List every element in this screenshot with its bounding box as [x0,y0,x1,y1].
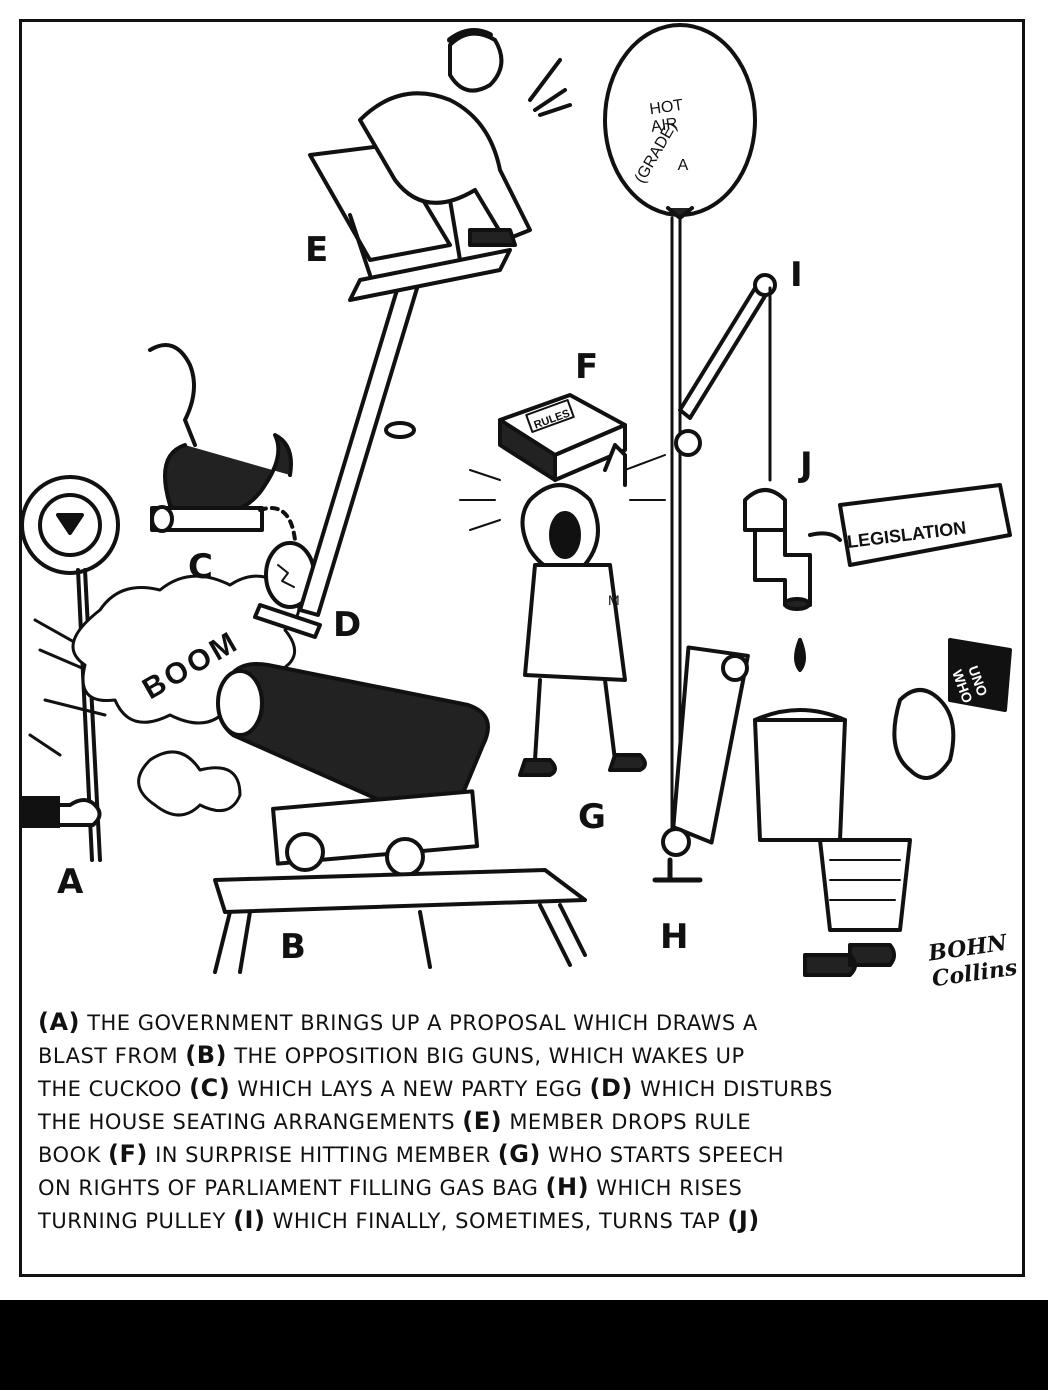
caption-line-3: THE CUCKOO (C) WHICH LAYS A NEW PARTY EG… [38,1072,1013,1105]
caption-text: WHICH FINALLY, SOMETIMES, TURNS TAP [265,1209,728,1233]
balloon-line-1: HOT [648,97,684,119]
caption-text: THE HOUSE SEATING ARRANGEMENTS [38,1110,463,1134]
caption-line-7: TURNING PULLEY (I) WHICH FINALLY, SOMETI… [38,1204,1013,1237]
caption-text: THE OPPOSITION BIG GUNS, WHICH WAKES UP [227,1044,745,1068]
caption-key-j: (J) [727,1206,760,1234]
member-e [358,28,572,247]
label-a: A [57,862,84,902]
caption-text: MEMBER DROPS RULE [502,1110,752,1134]
caption-key-g: (G) [497,1140,541,1168]
caption-line-2: BLAST FROM (B) THE OPPOSITION BIG GUNS, … [38,1039,1013,1072]
member-g [459,443,666,777]
caption-text: WHICH DISTURBS [632,1077,833,1101]
legislation-tap [743,483,1012,672]
label-i: I [790,255,803,295]
caption-key-c: (C) [189,1074,231,1102]
label-g: G [578,797,606,837]
caption-line-6: ON RIGHTS OF PARLIAMENT FILLING GAS BAG … [38,1171,1013,1204]
caption-key-a: (A) [38,1008,81,1036]
caption-text: TURNING PULLEY [38,1209,234,1233]
footer-bar [0,1300,1048,1390]
seating-lever [298,143,512,617]
caption-line-4: THE HOUSE SEATING ARRANGEMENTS (E) MEMBE… [38,1105,1013,1138]
label-d: D [333,605,362,645]
rule-book [498,393,627,482]
caption-text: THE GOVERNMENT BRINGS UP A PROPOSAL WHIC… [80,1011,758,1035]
cuckoo-bird [148,343,299,582]
target-sign [20,475,120,862]
party-egg [253,541,322,639]
caption-key-i: (I) [233,1206,266,1234]
label-c: C [188,547,213,587]
caption-line-5: BOOK (F) IN SURPRISE HITTING MEMBER (G) … [38,1138,1013,1171]
label-f: F [575,347,599,387]
caption-key-e: (E) [462,1107,503,1135]
caption-text: THE CUCKOO [38,1077,190,1101]
man-with-bucket [753,638,1012,977]
pulley-arm [652,273,777,883]
caption-line-1: (A) THE GOVERNMENT BRINGS UP A PROPOSAL … [38,1006,1013,1039]
caption-key-h: (H) [545,1173,590,1201]
caption: (A) THE GOVERNMENT BRINGS UP A PROPOSAL … [38,1006,1013,1237]
caption-text: IN SURPRISE HITTING MEMBER [147,1143,498,1167]
caption-text: WHICH RISES [589,1176,743,1200]
label-h: H [660,917,689,957]
caption-key-d: (D) [589,1074,633,1102]
cannon [213,662,587,974]
caption-text: BOOK [38,1143,109,1167]
caption-text: WHO STARTS SPEECH [540,1143,785,1167]
balloon-line-2: AIR [650,115,679,136]
caption-text: WHICH LAYS A NEW PARTY EGG [230,1077,590,1101]
label-e: E [305,230,329,270]
caption-key-b: (B) [185,1041,228,1069]
label-b: B [280,927,306,967]
caption-text: BLAST FROM [38,1044,186,1068]
artist-signature: BOHN Collins [926,929,1019,993]
cartoon-illustration: BOOM [20,23,1012,977]
caption-text: ON RIGHTS OF PARLIAMENT FILLING GAS BAG [38,1176,546,1200]
caption-key-f: (F) [108,1140,148,1168]
label-j: J [800,445,813,485]
balloon-line-4: A [678,157,689,174]
lapel-badge: M [608,592,620,608]
